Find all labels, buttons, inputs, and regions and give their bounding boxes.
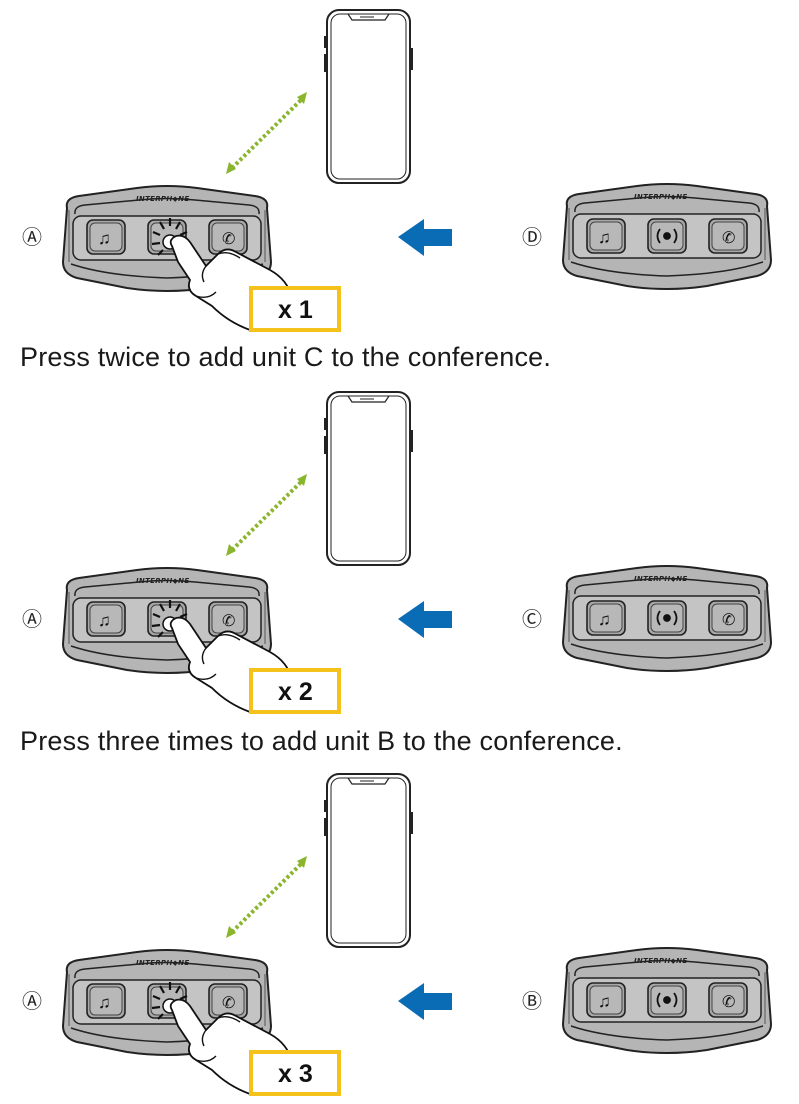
music-note-icon: ♫ [598, 992, 611, 1011]
intercom-device-target: INTERPH◆NE ♫ ✆ [562, 565, 772, 672]
svg-text:INTERPH◆NE: INTERPH◆NE [136, 577, 189, 585]
connect-arrow-icon [398, 601, 452, 638]
music-note-icon: ♫ [98, 229, 111, 248]
svg-text:x 2: x 2 [278, 678, 313, 706]
connect-arrow-icon [398, 219, 452, 256]
music-note-icon: ♫ [98, 611, 111, 630]
bluetooth-link-line [226, 856, 307, 938]
intercom-device-target: INTERPH◆NE ♫ ✆ [562, 947, 772, 1054]
phone-icon: ✆ [222, 613, 235, 630]
unit-label-target: Ⓓ [522, 225, 542, 249]
instruction-caption-2: Press three times to add unit B to the c… [20, 726, 623, 756]
svg-text:INTERPH◆NE: INTERPH◆NE [136, 959, 189, 967]
intercom-device-target: INTERPH◆NE ♫ ✆ [562, 183, 772, 290]
svg-text:INTERPH◆NE: INTERPH◆NE [634, 193, 687, 201]
svg-text:INTERPH◆NE: INTERPH◆NE [634, 575, 687, 583]
phone-icon: ✆ [722, 230, 735, 247]
svg-text:INTERPH◆NE: INTERPH◆NE [136, 195, 189, 203]
connect-arrow-icon [398, 983, 452, 1020]
svg-text:INTERPH◆NE: INTERPH◆NE [634, 957, 687, 965]
svg-text:x 1: x 1 [278, 296, 313, 324]
unit-label-source: Ⓐ [22, 607, 42, 631]
music-note-icon: ♫ [598, 228, 611, 247]
music-note-icon: ♫ [598, 610, 611, 629]
unit-label-source: Ⓐ [22, 225, 42, 249]
phone-icon: ✆ [722, 994, 735, 1011]
blink-rays [151, 218, 188, 256]
intercom-icon [656, 992, 678, 1008]
step-panel-2: Ⓐ INTERPH◆NE ♫ ✆ [0, 382, 799, 722]
unit-label-target: Ⓑ [522, 989, 542, 1013]
step-panel-3: Ⓐ INTERPH◆NE ♫ ✆ [0, 764, 799, 1104]
press-count-badge: x 2 [249, 668, 341, 714]
unit-label-target: Ⓒ [522, 607, 542, 631]
step-panel-1: Ⓐ INTERPH◆NE ♫ ✆ [0, 0, 799, 340]
phone-icon: ✆ [722, 612, 735, 629]
blink-rays [151, 982, 188, 1020]
svg-text:x 3: x 3 [278, 1060, 313, 1088]
bluetooth-link-line [226, 92, 307, 174]
phone-icon: ✆ [222, 231, 235, 248]
blink-rays [151, 600, 188, 638]
intercom-icon [656, 610, 678, 626]
intercom-icon [656, 228, 678, 244]
unit-label-source: Ⓐ [22, 989, 42, 1013]
instruction-caption-1: Press twice to add unit C to the confere… [20, 342, 552, 372]
smartphone [324, 9, 413, 184]
phone-icon: ✆ [222, 995, 235, 1012]
music-note-icon: ♫ [98, 993, 111, 1012]
smartphone [324, 391, 413, 566]
press-count-badge: x 3 [249, 1050, 341, 1096]
bluetooth-link-line [226, 474, 307, 556]
smartphone [324, 773, 413, 948]
press-count-badge: x 1 [249, 286, 341, 332]
